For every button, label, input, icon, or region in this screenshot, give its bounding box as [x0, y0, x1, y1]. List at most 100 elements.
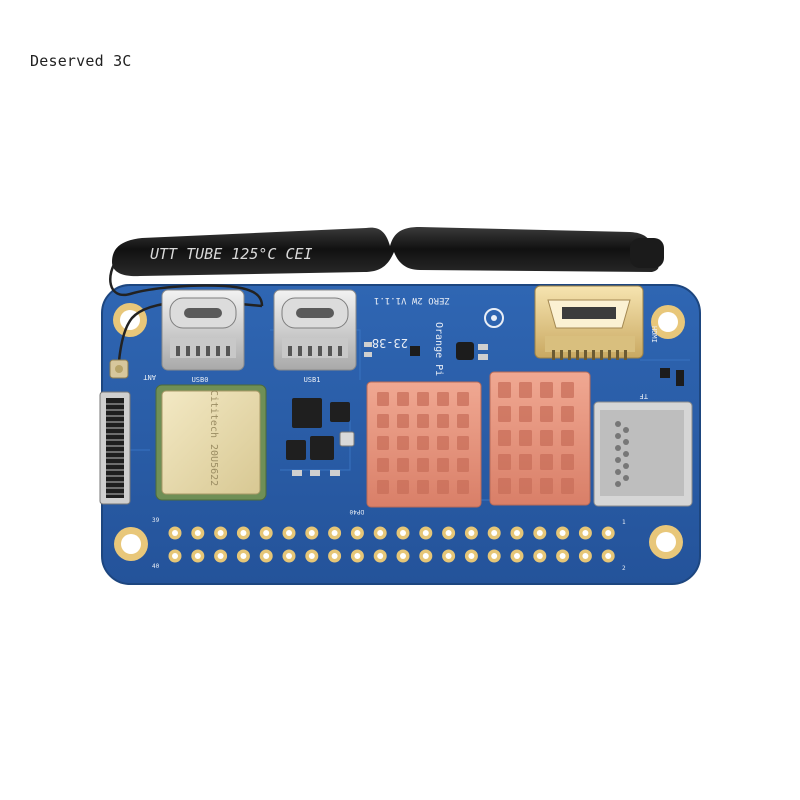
- heatsink-right: [489, 371, 591, 506]
- heatsink-fin: [437, 458, 449, 472]
- gpio-pad-hole: [468, 553, 475, 559]
- fpc-connector: [99, 391, 131, 505]
- gpio-pad-hole: [354, 553, 361, 559]
- gpio-pad-hole: [605, 530, 612, 536]
- gpio-pad-hole: [582, 553, 589, 559]
- gpio-pad-hole: [400, 530, 406, 536]
- gpio-pad-hole: [217, 553, 224, 559]
- gpio-pad-hole: [468, 530, 475, 536]
- heatsink-fin: [457, 458, 469, 472]
- gpio-pad-hole: [422, 530, 429, 536]
- gpio-pad-hole: [605, 553, 612, 559]
- gpio-pad-hole: [263, 553, 270, 559]
- heatsink-fin: [561, 430, 574, 446]
- brand-logo: Orange Pi: [433, 308, 504, 376]
- smd-components-top: [364, 342, 684, 386]
- heatsink-left: [366, 381, 482, 508]
- heatsink-fin: [519, 406, 532, 422]
- gpio-pad-hole: [286, 530, 292, 536]
- heatsink-fin: [540, 478, 553, 494]
- hdmi-label: HDMI: [650, 326, 658, 343]
- date-code-silkscreen: 23-38: [372, 336, 408, 350]
- heatsink-fin: [540, 406, 553, 422]
- gpio-pad-hole: [559, 553, 566, 559]
- tf-label: TF: [640, 392, 648, 400]
- heatsink-fin: [417, 414, 429, 428]
- mini-hdmi-port: HDMI: [534, 285, 658, 360]
- gpio-pad-hole: [172, 553, 178, 559]
- ipex-connector: [109, 359, 129, 379]
- heatsink-fin: [397, 414, 409, 428]
- gpio-pad-hole: [331, 530, 338, 536]
- usb0-label: USB0: [192, 376, 209, 384]
- usb-c-port-1: USB1: [273, 289, 357, 384]
- heatsink-fin: [519, 382, 532, 398]
- gpio-header-pads: [168, 526, 615, 563]
- brand-silkscreen: Orange Pi: [433, 322, 444, 376]
- gpio-pad-hole: [536, 530, 543, 536]
- ant-label: ANT: [143, 373, 156, 381]
- pin-2-label: 2: [622, 565, 626, 572]
- wifi-module: Cititech 20U5622: [155, 384, 267, 501]
- gpio-pad-hole: [559, 530, 566, 536]
- microsd-slot: TF: [593, 392, 693, 507]
- mounting-hole-bottom-right: [649, 525, 683, 559]
- gpio-pad-hole: [400, 553, 406, 559]
- heatsink-fin: [397, 458, 409, 472]
- heatsink-fin: [457, 436, 469, 450]
- heatsink-fin: [498, 478, 511, 494]
- heatsink-fin: [498, 430, 511, 446]
- gpio-pad-hole: [194, 553, 201, 559]
- gpio-pad-hole: [514, 530, 520, 536]
- heatsink-fin: [377, 436, 389, 450]
- heatsink-fin: [457, 414, 469, 428]
- smd-chips: [286, 398, 355, 476]
- gpio-pad-hole: [263, 530, 270, 536]
- pin-39-label: 39: [152, 517, 160, 524]
- mounting-hole-top-right: [651, 305, 685, 339]
- heatsink-fin: [417, 392, 429, 406]
- gpio-pad-hole: [491, 530, 498, 536]
- heatsink-fin: [377, 392, 389, 406]
- heatsink-fin: [561, 454, 574, 470]
- cable-print: UTT TUBE 125°C CEI: [150, 245, 313, 263]
- antenna-wire: [109, 257, 264, 307]
- heatsink-fin: [561, 382, 574, 398]
- gpio-pad-hole: [217, 530, 224, 536]
- gpio-pad-hole: [422, 553, 429, 559]
- heatsink-fin: [498, 406, 511, 422]
- heatsink-fin: [397, 392, 409, 406]
- store-caption: Deserved 3C: [30, 52, 132, 70]
- gpio-label: DP40: [349, 508, 364, 515]
- heatsink-fin: [498, 454, 511, 470]
- usb1-label: USB1: [304, 376, 321, 384]
- antenna-tube: UTT TUBE 125°C CEI: [112, 227, 664, 277]
- heatsink-fin: [377, 480, 389, 494]
- heatsink-fin: [397, 480, 409, 494]
- gpio-pad-hole: [491, 553, 498, 559]
- pin-40-label: 40: [152, 563, 160, 570]
- gpio-pad-hole: [172, 530, 178, 536]
- heatsink-fin: [377, 458, 389, 472]
- heatsink-fin: [457, 392, 469, 406]
- heatsink-fin: [561, 478, 574, 494]
- heatsink-fin: [437, 436, 449, 450]
- gpio-pad-hole: [582, 530, 589, 536]
- heatsink-fin: [540, 454, 553, 470]
- gpio-pad-hole: [354, 530, 361, 536]
- heatsink-fin: [540, 382, 553, 398]
- gpio-pad-hole: [194, 530, 201, 536]
- heatsink-fin: [498, 382, 511, 398]
- heatsink-fin: [519, 430, 532, 446]
- pin-1-label: 1: [622, 519, 626, 526]
- heatsink-fin: [417, 458, 429, 472]
- heatsink-fin: [519, 478, 532, 494]
- heatsink-fin: [417, 436, 429, 450]
- heatsink-fin: [457, 480, 469, 494]
- usb-c-port-0: USB0: [161, 289, 245, 384]
- heatsink-fin: [437, 414, 449, 428]
- mounting-hole-bottom-left: [114, 527, 148, 561]
- gpio-pad-hole: [445, 553, 452, 559]
- gpio-pad-hole: [240, 553, 247, 559]
- gpio-pad-hole: [308, 553, 315, 559]
